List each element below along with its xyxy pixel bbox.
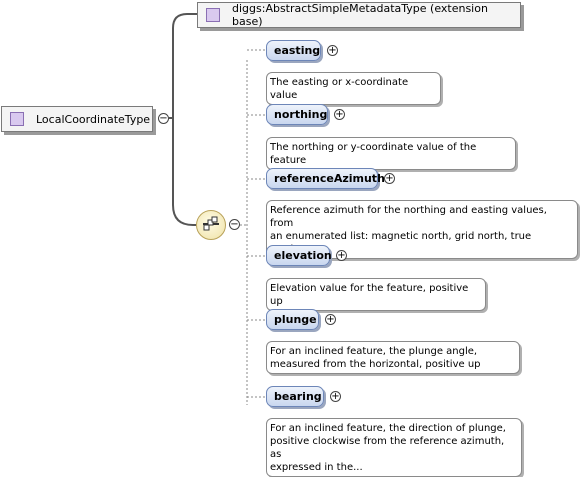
extension-base-label: diggs:AbstractSimpleMetadataType (extens…: [232, 2, 488, 28]
expand-icon[interactable]: +: [325, 314, 336, 325]
element-reference-azimuth[interactable]: referenceAzimuth: [266, 168, 385, 189]
element-bearing[interactable]: bearing: [266, 386, 324, 407]
root-type-box[interactable]: LocalCoordinateType: [1, 106, 153, 132]
documentation-northing: The northing or y-coordinate value of th…: [266, 137, 516, 170]
documentation-plunge: For an inclined feature, the plunge angl…: [266, 341, 520, 374]
element-northing[interactable]: northing: [266, 104, 328, 125]
root-collapse-icon[interactable]: −: [158, 113, 169, 124]
root-type-label: LocalCoordinateType: [36, 112, 151, 126]
extension-base-box[interactable]: diggs:AbstractSimpleMetadataType (extens…: [197, 2, 521, 28]
sequence-children-bracket: [240, 60, 248, 405]
expand-icon[interactable]: +: [384, 173, 395, 184]
element-elevation[interactable]: elevation: [266, 245, 332, 266]
expand-icon[interactable]: +: [330, 391, 341, 402]
expand-icon[interactable]: +: [336, 250, 347, 261]
expand-icon[interactable]: +: [327, 45, 338, 56]
element-easting[interactable]: easting: [266, 40, 321, 61]
element-name: bearing: [274, 390, 322, 403]
documentation-bearing: For an inclined feature, the direction o…: [266, 418, 522, 477]
sequence-glyph-icon: [203, 216, 219, 231]
documentation-easting: The easting or x-coordinate value: [266, 72, 441, 105]
sequence-collapse-icon[interactable]: −: [229, 219, 240, 230]
sequence-compositor-icon[interactable]: [196, 210, 226, 240]
expand-icon[interactable]: +: [334, 109, 345, 120]
complex-type-icon: [206, 8, 220, 22]
element-name: elevation: [274, 249, 332, 262]
complex-type-icon: [10, 112, 24, 126]
element-plunge[interactable]: plunge: [266, 309, 319, 330]
element-name: plunge: [274, 313, 317, 326]
element-name: easting: [274, 44, 321, 57]
root-connector: [169, 13, 199, 119]
root-to-sequence-connector: [172, 118, 196, 226]
element-name: northing: [274, 108, 328, 121]
documentation-elevation: Elevation value for the feature, positiv…: [266, 278, 486, 311]
element-name: referenceAzimuth: [274, 172, 385, 185]
child-connectors: [247, 49, 266, 398]
